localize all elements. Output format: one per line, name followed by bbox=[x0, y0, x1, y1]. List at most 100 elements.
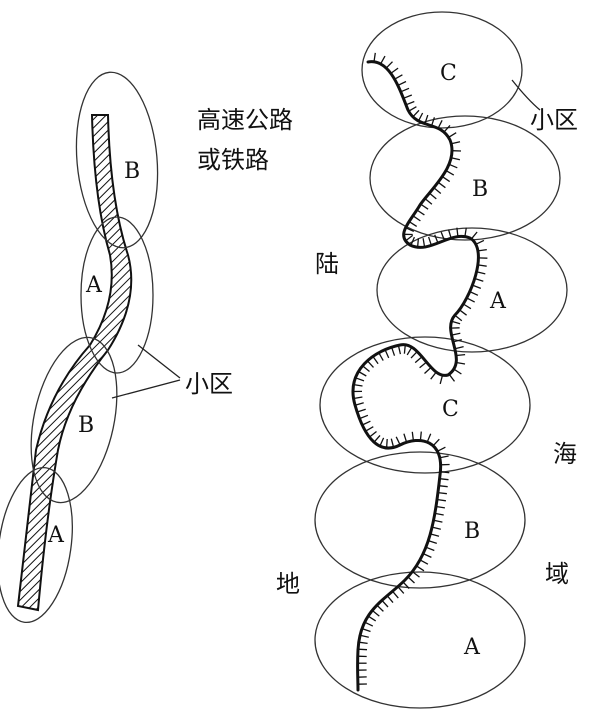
coastline-hatch-tick bbox=[408, 106, 417, 112]
coastline-hatch-tick bbox=[411, 431, 415, 441]
coastline-hatch-tick bbox=[361, 627, 371, 633]
coastline-hatch-tick bbox=[424, 114, 429, 124]
coast-cell-label-b-lower: B bbox=[464, 519, 480, 544]
highway-cell-b-top bbox=[75, 71, 159, 249]
coastline-hatch-tick bbox=[385, 438, 388, 449]
coastline-hatch-tick bbox=[462, 303, 472, 310]
coastline-hatch-tick bbox=[366, 360, 374, 368]
coastline-hatch-tick bbox=[397, 586, 405, 594]
coastline-hatch-tick bbox=[451, 320, 461, 325]
coastline-hatch-tick bbox=[416, 209, 425, 216]
coastline-hatch-tick bbox=[359, 414, 369, 420]
coastline-hatch-tick bbox=[424, 197, 433, 205]
coastline-hatch-tick bbox=[474, 277, 484, 282]
coastline-hatch-tick bbox=[390, 67, 399, 74]
coastline-hatch-tick bbox=[381, 599, 389, 608]
coastline-hatch-tick bbox=[448, 132, 457, 138]
coastline-hatch-tick bbox=[410, 351, 418, 359]
right-coastline-figure: C B A C B A 小区 陆 地 海 域 bbox=[276, 11, 578, 709]
coastline-hatch-tick bbox=[384, 349, 390, 359]
coastline-hatch-tick bbox=[386, 595, 394, 604]
highway-caption-line2: 或铁路 bbox=[197, 146, 269, 174]
coastline-hatch-tick bbox=[414, 356, 423, 364]
coastline-hatch-tick bbox=[416, 565, 425, 572]
coastline-hatch-tick bbox=[422, 238, 426, 248]
coastline-hatch-tick bbox=[406, 346, 413, 356]
coastline-hatch-tick bbox=[448, 163, 458, 169]
coastline-hatch-tick bbox=[358, 641, 368, 645]
coastline-hatch-tick bbox=[437, 120, 443, 129]
highway-cell-label-a-bottom: A bbox=[47, 523, 65, 548]
coastline-hatch-tick bbox=[395, 436, 401, 446]
coastline-hatch-tick bbox=[357, 648, 368, 651]
coastline-hatch-tick bbox=[434, 512, 444, 516]
coastline-hatch-tick bbox=[427, 236, 433, 246]
coastline-hatch-tick bbox=[454, 345, 464, 350]
coastline-hatch-tick bbox=[430, 533, 440, 537]
coast-cell-label-c-middle: C bbox=[442, 397, 459, 422]
coastline-hatch-tick bbox=[440, 231, 446, 241]
coastline-hatch-tick bbox=[453, 368, 462, 375]
coastline-hatch-tick bbox=[416, 238, 420, 248]
coastline-hatch-tick bbox=[410, 236, 415, 246]
highway-cell-label-b-top: B bbox=[124, 159, 140, 184]
coastline-hatch-tick bbox=[353, 396, 363, 400]
coastline-hatch-tick bbox=[379, 437, 385, 447]
coastline-hatch-tick bbox=[448, 373, 456, 382]
coastline-hatch-tick bbox=[443, 124, 451, 133]
coastline-hatch-tick bbox=[397, 80, 407, 86]
coastline-hatch-tick bbox=[433, 187, 442, 195]
coast-cell-label-a-upper: A bbox=[489, 289, 507, 314]
coastline-hatch-tick bbox=[424, 366, 432, 374]
coastline-hatching bbox=[352, 52, 488, 685]
coastline-hatch-tick bbox=[403, 94, 413, 99]
coastline-hatch-tick bbox=[439, 375, 444, 385]
coast-cell-b-lower bbox=[314, 451, 526, 589]
coastline-hatch-tick bbox=[419, 559, 429, 565]
coastline-hatch-tick bbox=[385, 61, 393, 69]
coast-cell-label-b-upper: B bbox=[472, 177, 488, 202]
coastline-hatch-tick bbox=[477, 248, 487, 252]
sea-char-2: 域 bbox=[545, 560, 569, 588]
coastline-hatch-tick bbox=[432, 438, 440, 447]
highway-callout-leader-lower bbox=[111, 379, 181, 399]
coastline-hatch-tick bbox=[456, 353, 466, 357]
coastline-hatch-tick bbox=[397, 345, 402, 355]
coastline-hatch-tick bbox=[394, 74, 403, 80]
coastline-hatch-tick bbox=[451, 157, 461, 161]
coastline-hatch-tick bbox=[367, 615, 377, 622]
coastline-hatch-tick bbox=[405, 234, 414, 242]
land-char-1: 陆 bbox=[315, 250, 339, 278]
coastline-hatch-tick bbox=[428, 192, 437, 200]
coastline-hatch-tick bbox=[422, 553, 432, 558]
coastline-hatch-tick bbox=[358, 370, 367, 377]
coastline-hatch-tick bbox=[472, 284, 482, 290]
left-highway-figure: B A B A 高速公路 或铁路 小区 bbox=[0, 71, 293, 624]
coastline-hatch-tick bbox=[456, 361, 466, 365]
highway-callout-leader-upper bbox=[137, 344, 181, 379]
coastline-hatch-tick bbox=[376, 604, 384, 612]
coast-cell-label-a-bottom: A bbox=[463, 635, 481, 660]
coastline-hatch-tick bbox=[441, 176, 451, 183]
coastline-hatch-tick bbox=[452, 338, 462, 343]
coastline-hatch-tick bbox=[419, 431, 422, 441]
coastline-hatch-tick bbox=[412, 109, 420, 118]
coastline-hatch-tick bbox=[437, 446, 446, 452]
highway-cell-a-upper bbox=[80, 216, 154, 374]
coastline-hatch-tick bbox=[447, 229, 452, 239]
coastline-hatch-tick bbox=[373, 434, 381, 443]
coastline-hatch-tick bbox=[456, 227, 459, 237]
coastline-hatch-tick bbox=[402, 581, 410, 589]
land-char-2: 地 bbox=[276, 570, 300, 598]
coastline-hatch-tick bbox=[475, 239, 485, 245]
sea-char-1: 海 bbox=[553, 440, 577, 468]
coastline-hatch-tick bbox=[428, 539, 438, 545]
coastline-hatch-tick bbox=[378, 352, 384, 361]
coastline-hatch-tick bbox=[400, 87, 410, 93]
coast-cell-label-c-top: C bbox=[440, 61, 457, 86]
highway-caption-line1: 高速公路 bbox=[197, 106, 293, 134]
coastline-hatch-tick bbox=[477, 264, 487, 267]
coastline-hatch-tick bbox=[445, 170, 455, 176]
coastline-hatch-tick bbox=[353, 383, 363, 387]
coast-callout-label: 小区 bbox=[530, 106, 578, 134]
